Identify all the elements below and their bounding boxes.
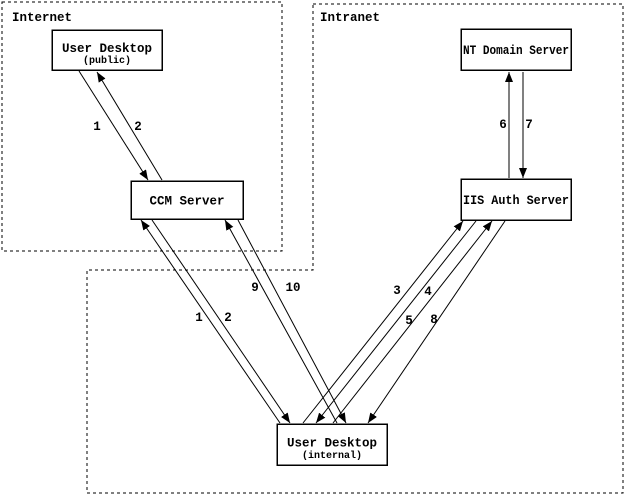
- zone-internet-label: Internet: [12, 11, 72, 25]
- edge-step-label: 10: [285, 281, 300, 295]
- edge-step-label: 1: [195, 311, 203, 325]
- edge-1-user-desktop-internal-to-ccm-server: [140, 219, 281, 424]
- node-ccm-server-box: [130, 180, 244, 220]
- node-user-desktop-public-box: [51, 29, 163, 71]
- edge-step-label: 2: [134, 120, 142, 134]
- edge-2-ccm-server-to-user-desktop-internal: [151, 219, 291, 424]
- node-nt-domain-server-title: NT Domain Server: [463, 44, 569, 58]
- zone-internet-outline: [1, 1, 283, 252]
- edge-step-label: 7: [525, 118, 533, 132]
- node-user-desktop-internal-title: User Desktop: [287, 437, 377, 451]
- edge-9-user-desktop-internal-to-ccm-server: [224, 219, 338, 424]
- node-iis-auth-server-title: IIS Auth Server: [463, 194, 569, 208]
- node-nt-domain-server-box: [460, 28, 572, 71]
- edge-10-ccm-server-to-user-desktop-internal: [237, 219, 347, 424]
- zone-intranet-outline: [86, 3, 624, 494]
- edge-8-iis-auth-server-to-user-desktop-internal: [367, 220, 506, 424]
- edge-step-label: 6: [499, 118, 507, 132]
- edge-step-label: 9: [251, 281, 259, 295]
- edge-step-label: 4: [424, 285, 432, 299]
- node-ccm-server-title: CCM Server: [149, 195, 224, 209]
- edge-step-label: 5: [405, 314, 413, 328]
- edge-3-user-desktop-internal-to-iis-auth-server: [302, 220, 464, 424]
- zone-intranet-label: Intranet: [320, 11, 380, 25]
- edge-step-label: 2: [224, 311, 232, 325]
- edge-1-user-desktop-public-to-ccm-server: [78, 70, 149, 181]
- edge-4-iis-auth-server-to-user-desktop-internal: [315, 220, 477, 424]
- edge-labels-layer: 1 2 6 7 1 2 9 10 3 4 5 8: [93, 118, 533, 328]
- node-user-desktop-public-subtitle: (public): [83, 55, 131, 67]
- node-user-desktop-internal-box: [276, 423, 388, 466]
- edges-layer: [78, 70, 527, 424]
- edge-step-label: 3: [393, 284, 401, 298]
- edge-step-label: 8: [430, 313, 438, 327]
- edge-5-user-desktop-internal-to-iis-auth-server: [332, 220, 493, 424]
- node-user-desktop-public-title: User Desktop: [62, 42, 152, 56]
- edge-2-ccm-server-to-user-desktop-public: [96, 71, 163, 181]
- edge-step-label: 1: [93, 120, 101, 134]
- node-iis-auth-server-box: [460, 178, 572, 221]
- node-user-desktop-internal-subtitle: (internal): [302, 450, 362, 462]
